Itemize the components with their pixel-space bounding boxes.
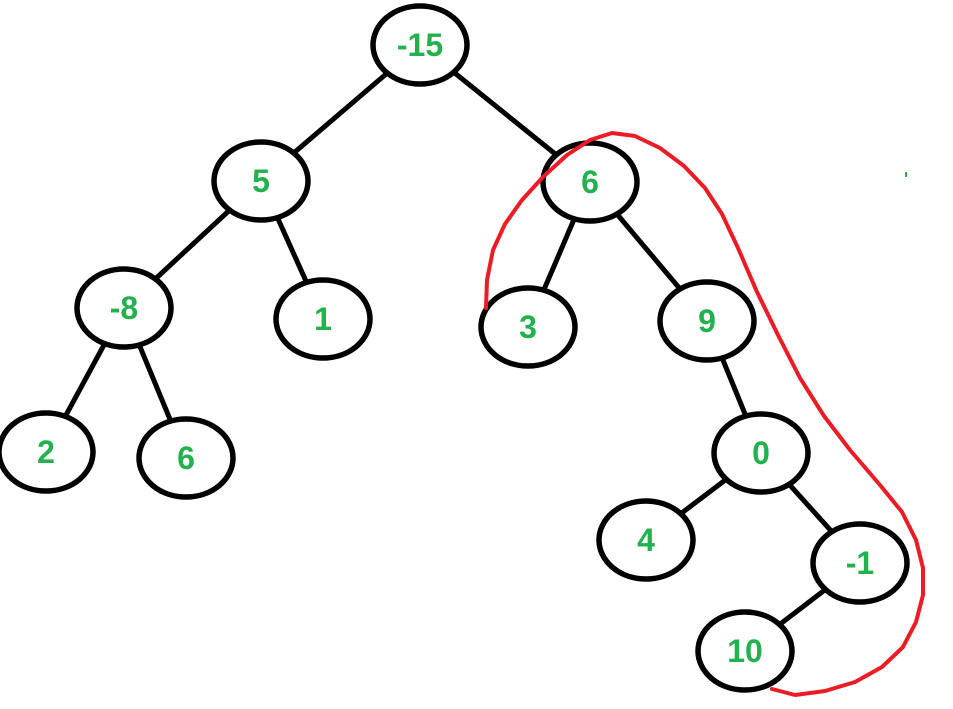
tree-node-circle — [810, 521, 910, 605]
tree-node-value: 4 — [637, 522, 655, 558]
tree-node-value: 9 — [698, 303, 716, 339]
tree-node-circle — [478, 285, 578, 369]
tree-node-circle — [136, 416, 236, 500]
tree-node-circle — [273, 277, 373, 361]
tree-node-value: 6 — [177, 440, 195, 476]
tree-node-value: 0 — [752, 435, 770, 471]
tree-node-circle — [0, 410, 96, 494]
tree-node-value: 5 — [252, 163, 270, 199]
red-annotation-loop — [484, 131, 925, 697]
tree-node-value: -15 — [397, 27, 443, 63]
tree-node-value: -1 — [846, 545, 874, 581]
tree-node-value: 6 — [581, 164, 599, 200]
tree-node-value: 2 — [37, 434, 55, 470]
tree-node-value: 1 — [314, 301, 332, 337]
tree-node-circle — [74, 266, 174, 350]
tree-node-circle — [695, 609, 795, 693]
tree-node-circle — [711, 411, 811, 495]
tree-node-value: 3 — [519, 309, 537, 345]
tree-node-value: -8 — [110, 290, 138, 326]
tree-node-circle — [596, 498, 696, 582]
tree-node-circle — [657, 279, 757, 363]
tree-node-circle — [540, 140, 640, 224]
tree-node-circle — [370, 3, 470, 87]
tree-node-value: 10 — [727, 633, 763, 669]
tree-node-circle — [211, 139, 311, 223]
